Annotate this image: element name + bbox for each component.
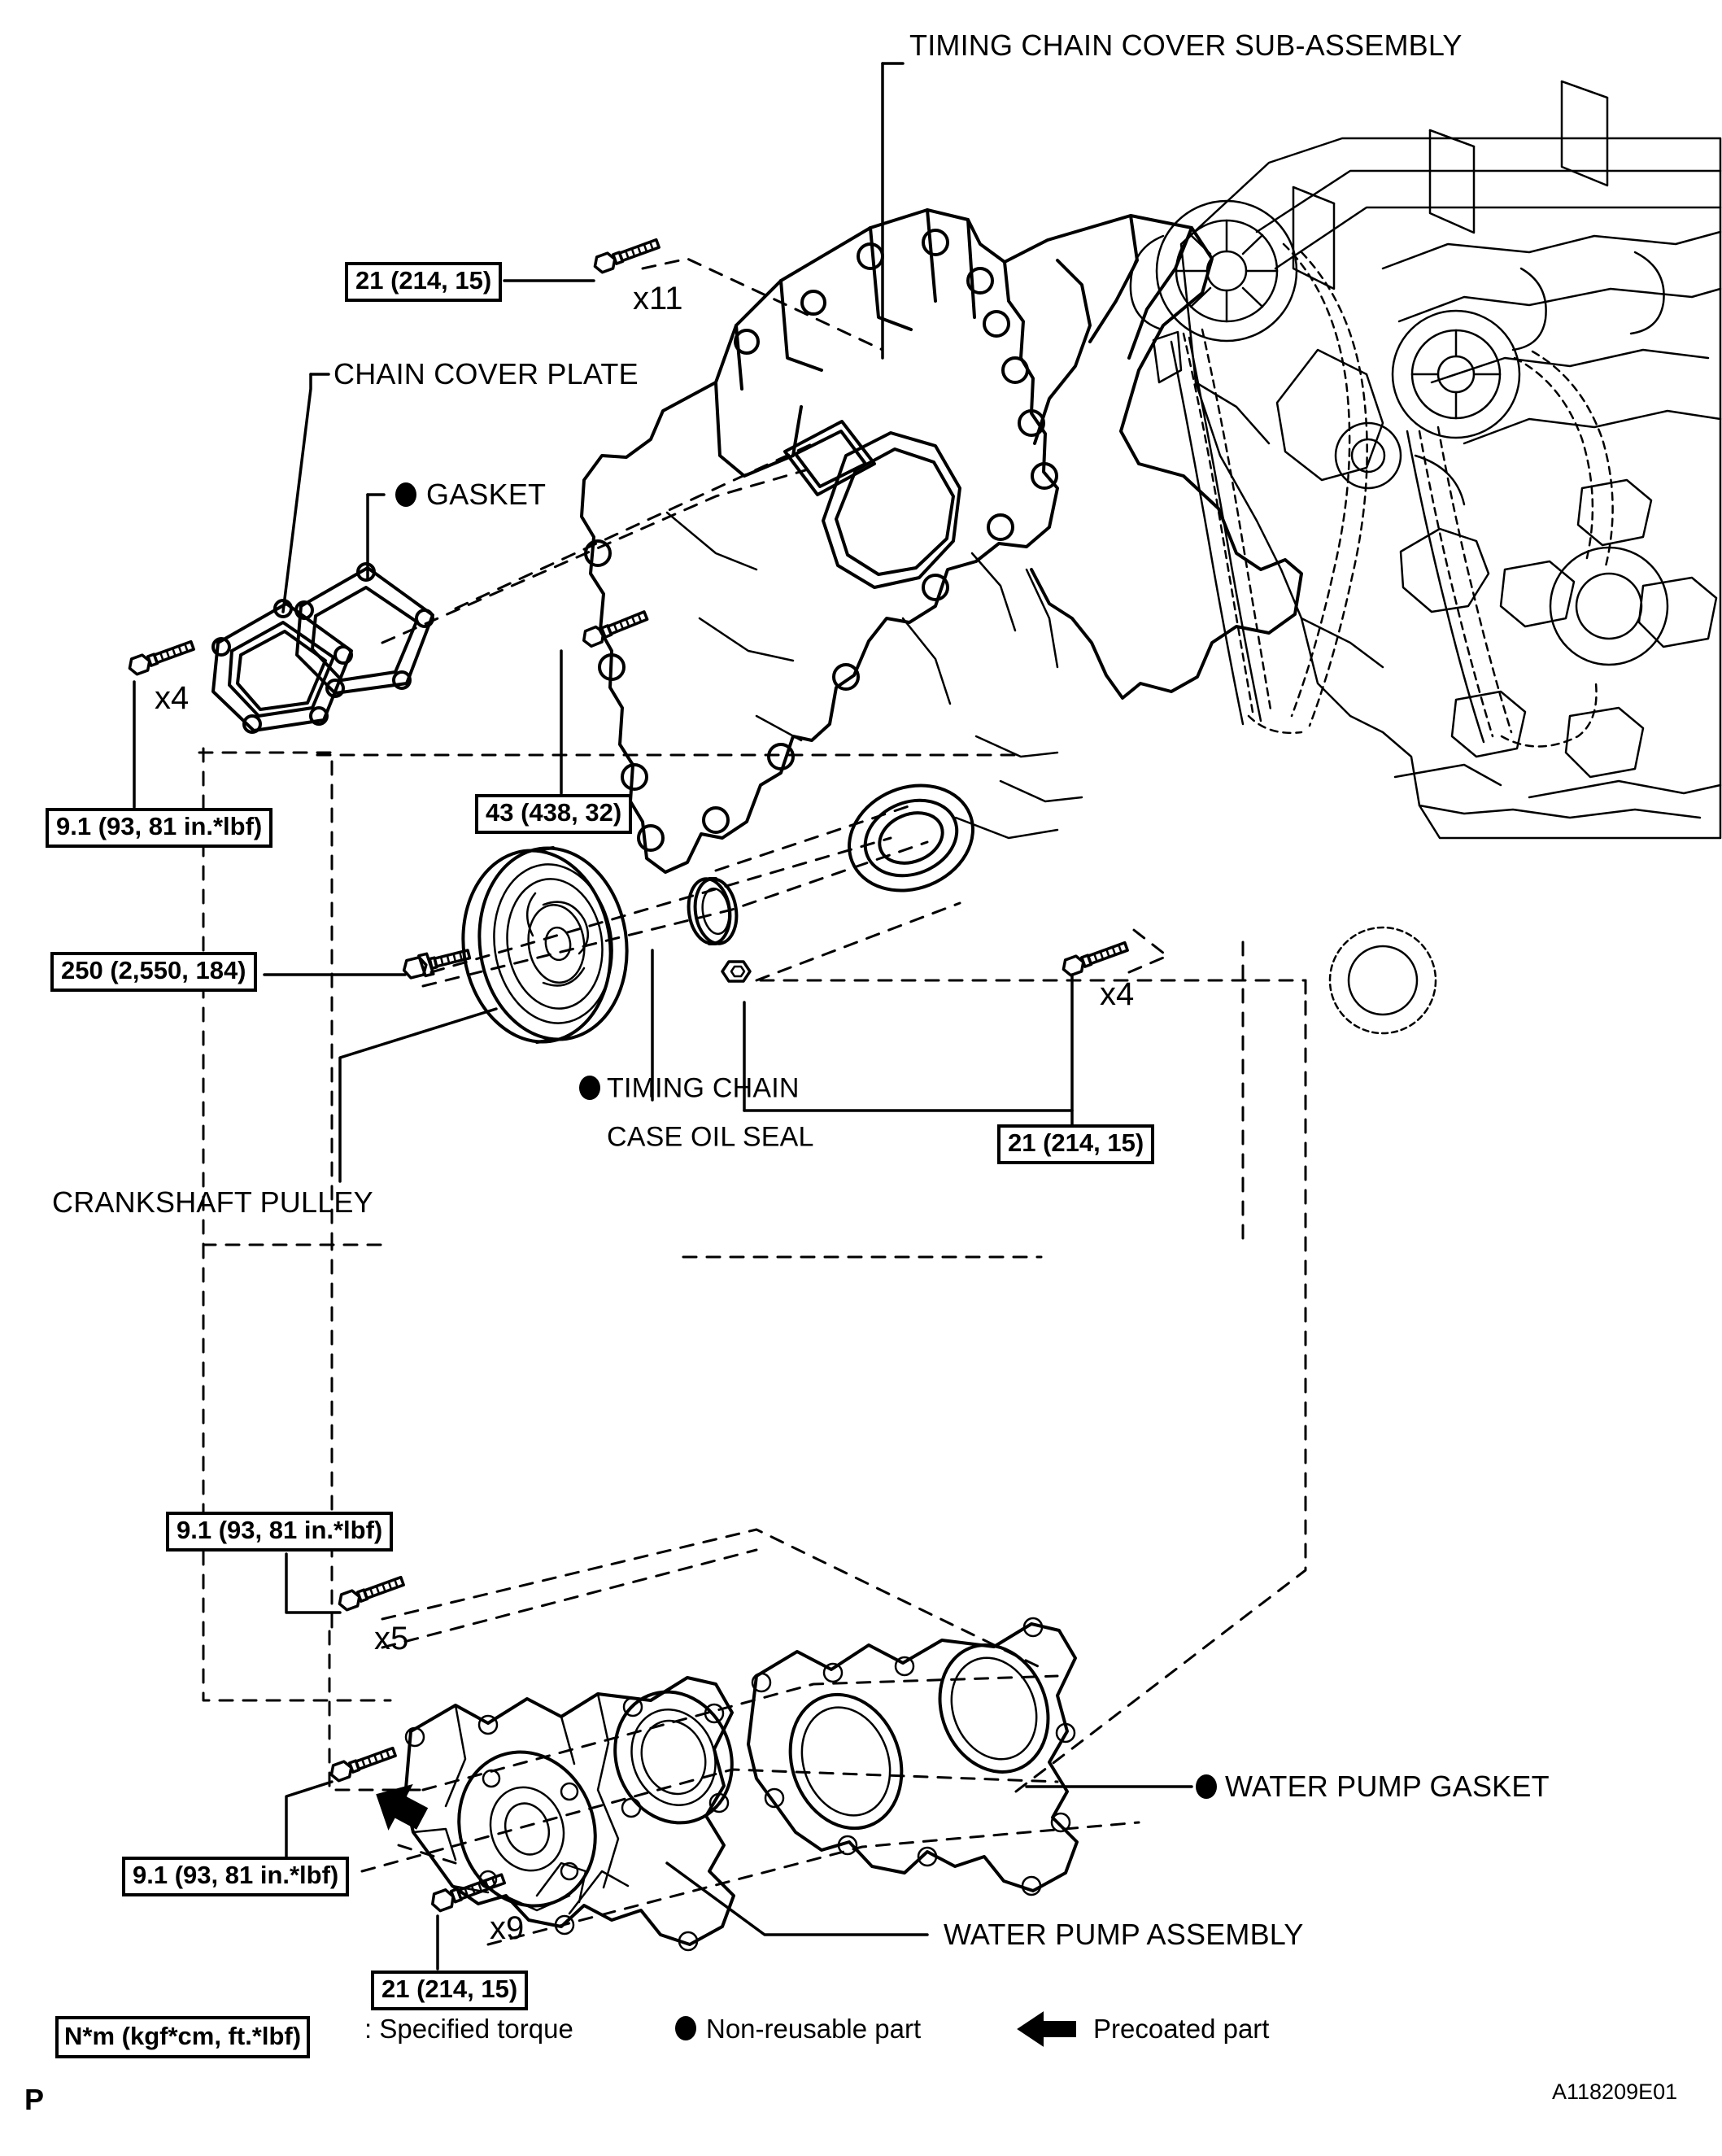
legend-precoated-icon bbox=[1017, 2011, 1076, 2047]
legend-torque-text: : Specified torque bbox=[364, 2014, 573, 2044]
water-pump-illustration bbox=[403, 1676, 735, 1952]
non-reusable-marker-gasket bbox=[395, 482, 416, 507]
bolt-icon-cover-plate bbox=[128, 639, 195, 676]
water-pump-gasket-illustration bbox=[747, 1617, 1079, 1896]
quantity-water-pump-bolts-upper: x5 bbox=[374, 1621, 409, 1656]
torque-box-water-pump-bolts-lower: 9.1 (93, 81 in.*lbf) bbox=[122, 1857, 350, 1896]
engine-block-illustration bbox=[1179, 80, 1722, 840]
quantity-cover-plate-bolts: x4 bbox=[155, 680, 190, 716]
quantity-cover-bolts-lower: x4 bbox=[1100, 976, 1135, 1012]
bolt-icon-cover-top bbox=[593, 238, 660, 274]
bolt-icon-wp-upper bbox=[338, 1575, 405, 1612]
legend-precoated-text: Precoated part bbox=[1093, 2014, 1270, 2044]
crankshaft-pulley-illustration bbox=[461, 846, 629, 1044]
bolt-icon-wp-long bbox=[431, 1873, 507, 1913]
torque-box-cover-plate-bolts: 9.1 (93, 81 in.*lbf) bbox=[46, 808, 273, 848]
bolt-icon-crank-pulley bbox=[402, 949, 472, 980]
assembly-guide-lines bbox=[198, 257, 1307, 1946]
non-reusable-marker-water-pump-gasket bbox=[1196, 1774, 1217, 1799]
label-crankshaft-pulley: CRANKSHAFT PULLEY bbox=[52, 1185, 373, 1219]
label-oil-seal-line2: CASE OIL SEAL bbox=[607, 1121, 814, 1153]
label-water-pump-assembly: WATER PUMP ASSEMBLY bbox=[944, 1918, 1304, 1951]
bolt-icon-wp-precoated bbox=[329, 1746, 397, 1783]
figure-code: A118209E01 bbox=[1552, 2080, 1678, 2104]
label-timing-chain-cover-sub-assembly: TIMING CHAIN COVER SUB-ASSEMBLY bbox=[909, 28, 1463, 62]
timing-chain-illustration bbox=[1129, 199, 1669, 1035]
leader-lines bbox=[133, 62, 1193, 1971]
label-water-pump-gasket: WATER PUMP GASKET bbox=[1225, 1770, 1550, 1803]
non-reusable-marker-oil-seal bbox=[579, 1076, 600, 1100]
torque-box-cover-bolts-lower: 21 (214, 15) bbox=[997, 1124, 1155, 1164]
torque-box-idler-bolt: 43 (438, 32) bbox=[475, 794, 633, 834]
legend-non-reusable-icon bbox=[675, 2016, 696, 2040]
oil-seal-illustration bbox=[687, 877, 739, 945]
bolt-icon-cover-lower bbox=[1062, 941, 1129, 977]
torque-box-crankshaft-pulley-bolt: 250 (2,550, 184) bbox=[50, 952, 257, 992]
label-chain-cover-plate: CHAIN COVER PLATE bbox=[334, 357, 639, 391]
legend-torque-box: N*m (kgf*cm, ft.*lbf) bbox=[55, 2016, 311, 2058]
nut-icon-oil-seal bbox=[721, 960, 752, 983]
chain-cover-plate-illustration bbox=[211, 599, 353, 734]
torque-box-water-pump-bolts-upper: 9.1 (93, 81 in.*lbf) bbox=[166, 1512, 394, 1552]
label-gasket: GASKET bbox=[426, 478, 547, 511]
precoated-marker-water-pump bbox=[376, 1783, 429, 1831]
torque-box-water-pump-bolts-long: 21 (214, 15) bbox=[371, 1971, 529, 2010]
label-oil-seal-line1: TIMING CHAIN bbox=[607, 1072, 800, 1104]
bolt-icon-idler bbox=[582, 610, 649, 648]
quantity-water-pump-bolts-long: x9 bbox=[490, 1910, 525, 1946]
quantity-cover-bolts-top: x11 bbox=[633, 281, 683, 316]
timing-chain-cover-illustration bbox=[580, 208, 1303, 893]
torque-box-cover-bolts-top: 21 (214, 15) bbox=[345, 262, 503, 302]
legend-non-reusable-text: Non-reusable part bbox=[706, 2014, 922, 2044]
page-mark: P bbox=[24, 2083, 45, 2116]
